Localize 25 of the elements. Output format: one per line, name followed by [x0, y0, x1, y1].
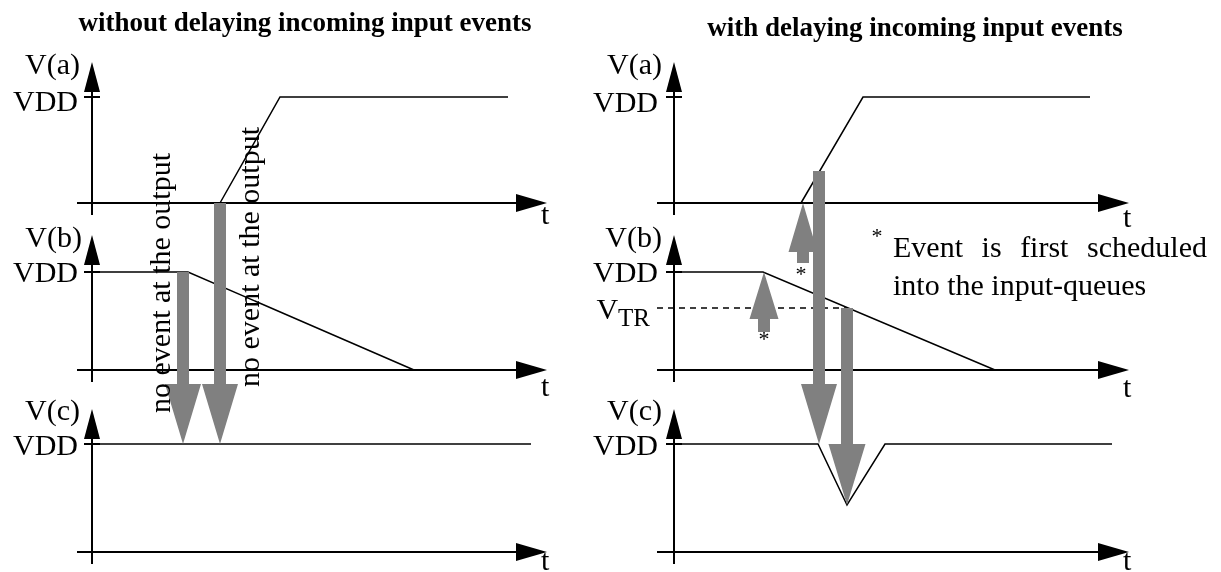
footnote-mark: * — [871, 225, 883, 247]
footnote-mark: * — [758, 328, 770, 350]
axis-label: V(a) — [607, 49, 662, 79]
axis-label: V(b) — [25, 222, 82, 252]
level-label: VDD — [593, 257, 658, 287]
axis-label: t — [1123, 202, 1132, 232]
axis-label: t — [1123, 372, 1132, 402]
axis-label: V(b) — [605, 222, 662, 252]
level-label: VDD — [13, 430, 78, 460]
footnote: Event is first scheduled into the input-queues — [893, 229, 1207, 303]
axis-label: t — [1123, 545, 1132, 572]
level-label: VDD — [13, 257, 78, 287]
level-label: VDD — [593, 430, 658, 460]
level-label: VDD — [13, 86, 78, 116]
axis-label: t — [541, 545, 550, 572]
level-label: VDD — [593, 87, 658, 117]
panel-heading: with delaying incoming input events — [707, 13, 1123, 41]
axis-label: V(a) — [25, 49, 80, 79]
level-label: V$_{TR}$ — [596, 294, 650, 330]
axis-label: V(c) — [25, 395, 80, 425]
axis-label: t — [541, 199, 550, 229]
footnote-mark: * — [795, 263, 807, 285]
panel-heading: without delaying incoming input events — [78, 8, 532, 36]
axis-label: V(c) — [607, 395, 662, 425]
axis-label: t — [541, 371, 550, 401]
